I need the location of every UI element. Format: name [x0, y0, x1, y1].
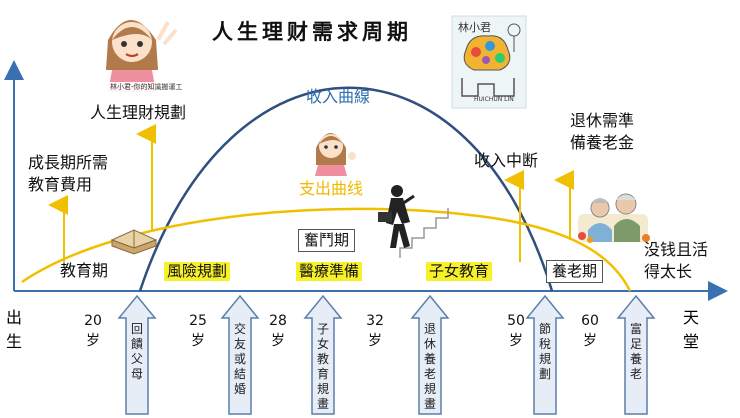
brand-logo: [451, 15, 527, 109]
risk-planning-label: 風險規劃: [164, 262, 231, 282]
businessman-icon: [378, 185, 415, 248]
medical-prep-label: 醫療準備: [296, 262, 363, 282]
planning-arrow-shape: [220, 294, 260, 415]
axis-end-label: 天堂: [682, 308, 699, 351]
planning-arrow-shape: [117, 294, 157, 415]
age-marker: 25 岁: [189, 313, 207, 349]
income-curve-label: 收入曲線: [306, 87, 371, 106]
age-marker: 32 岁: [366, 313, 384, 349]
elderly-period-label: 養老期: [546, 260, 604, 284]
planning-arrow-shape: [410, 294, 450, 415]
planning-arrow-shape: [303, 294, 343, 415]
planning-arrow-label: 交友或結婚: [233, 322, 246, 396]
education-period-label: 教育期: [60, 261, 109, 280]
elderly-couple-icon: [578, 193, 650, 243]
life-planning-label: 人生理財規劃: [90, 103, 187, 122]
growth-education-label-2: 教育費用: [28, 175, 93, 194]
avatar-caption: 林小君-你的知識搬運工: [110, 83, 183, 91]
planning-arrow-label: 富足養老: [629, 322, 642, 381]
age-marker: 28 岁: [269, 313, 287, 349]
avatar-illustration: [106, 20, 188, 93]
growth-education-label-1: 成長期所需: [28, 153, 109, 172]
planning-arrow-shape: [616, 294, 656, 415]
planning-arrow-label: 退休養老規畫: [423, 322, 436, 411]
small-avatar-illustration: [315, 133, 356, 176]
no-money-label-2: 得太长: [644, 262, 693, 281]
expense-curve-label: 支出曲线: [299, 179, 364, 198]
planning-arrow-label: 子女教育規畫: [316, 322, 329, 411]
age-marker: 50 岁: [507, 313, 525, 349]
stairs-illustration: [399, 208, 449, 258]
income-curve: [138, 86, 554, 292]
children-education-label: 子女教育: [426, 262, 493, 282]
retirement-fund-label-2: 備養老金: [570, 133, 635, 152]
logo-english: HUICHUN LIN: [474, 96, 514, 103]
axis-start-label: 出生: [5, 308, 22, 351]
no-money-label-1: 没钱且活: [644, 240, 709, 259]
age-marker: 60 岁: [581, 313, 599, 349]
struggle-period-label: 奮鬥期: [298, 229, 356, 253]
retirement-fund-label-1: 退休需準: [570, 111, 635, 130]
income-stop-label: 收入中断: [474, 151, 539, 170]
diagram-title: 人生理财需求周期: [212, 19, 412, 44]
book-icon: [110, 229, 158, 255]
planning-arrow-label: 回饋父母: [130, 322, 143, 381]
age-marker: 20 岁: [84, 313, 102, 349]
planning-arrow-shape: [525, 294, 565, 415]
planning-arrow-label: 節稅規劃: [538, 322, 551, 381]
logo-name: 林小君: [458, 21, 491, 34]
